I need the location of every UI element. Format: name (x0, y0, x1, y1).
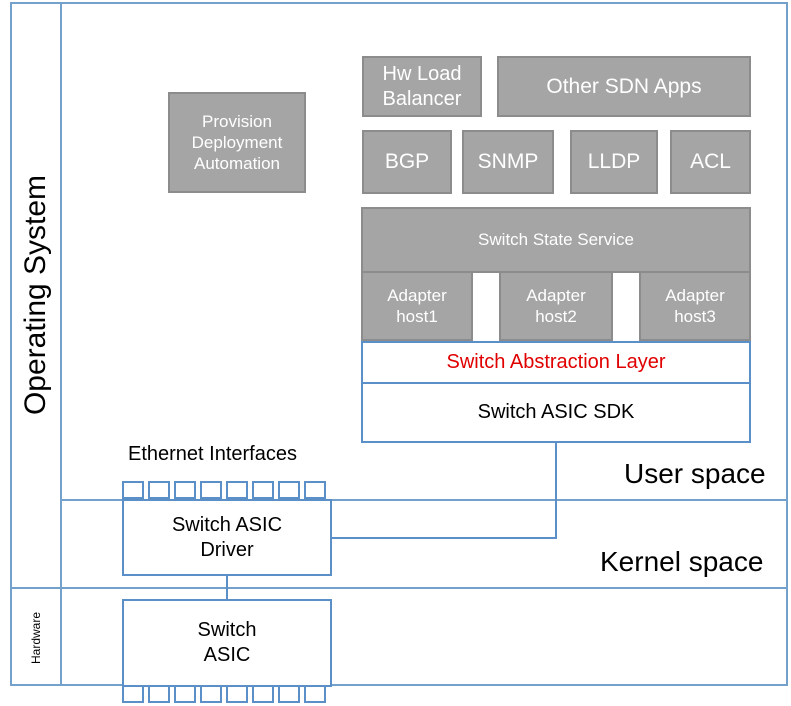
provision-deployment-automation-box: Provision Deployment Automation (168, 92, 306, 193)
user-kernel-divider (60, 499, 788, 501)
hw-load-balancer-box: Hw Load Balancer (362, 56, 482, 117)
ethernet-port (278, 481, 300, 499)
ethernet-port (200, 481, 222, 499)
ethernet-port (252, 685, 274, 703)
kernel-hardware-divider (10, 587, 788, 589)
ethernet-port (226, 685, 248, 703)
ethernet-port (148, 481, 170, 499)
ethernet-port (174, 685, 196, 703)
switch-state-service-box: Switch State Service (361, 207, 751, 273)
lldp-box: LLDP (570, 130, 658, 194)
switch-abstraction-layer-label: Switch Abstraction Layer (446, 351, 666, 373)
os-column-divider (60, 2, 62, 686)
acl-box: ACL (670, 130, 751, 194)
ethernet-port (226, 481, 248, 499)
ethernet-port (304, 685, 326, 703)
ethernet-port (200, 685, 222, 703)
adapter-host1-box: Adapter host1 (361, 271, 473, 341)
user-space-label: User space (624, 458, 766, 489)
snmp-box: SNMP (462, 130, 554, 194)
switch-asic-sdk-box: Switch ASIC SDK (361, 382, 751, 443)
ethernet-port (122, 481, 144, 499)
ethernet-port (304, 481, 326, 499)
ethernet-ports-bottom (122, 685, 332, 703)
ethernet-port (252, 481, 274, 499)
ethernet-port (122, 685, 144, 703)
outer-frame (10, 2, 788, 686)
adapter-host3-box: Adapter host3 (639, 271, 751, 341)
other-sdn-apps-box: Other SDN Apps (497, 56, 751, 117)
ethernet-ports-top (122, 481, 332, 499)
ethernet-port (278, 685, 300, 703)
adapter-host2-box: Adapter host2 (499, 271, 613, 341)
ethernet-port (174, 481, 196, 499)
switch-asic-box: Switch ASIC (122, 599, 332, 687)
switch-asic-driver-box: Switch ASIC Driver (122, 499, 332, 576)
ethernet-interfaces-label: Ethernet Interfaces (128, 443, 297, 465)
ethernet-port (148, 685, 170, 703)
kernel-space-label: Kernel space (600, 546, 764, 577)
bgp-box: BGP (362, 130, 452, 194)
